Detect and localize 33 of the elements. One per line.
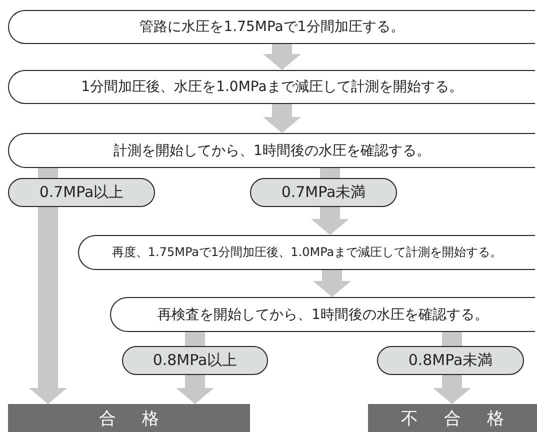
condition-box [8,178,155,207]
node-text: 合格 [99,408,185,430]
node-text: 再検査を開始してから、1時間後の水圧を確認する。 [158,306,488,324]
arrow [311,207,349,235]
result-bar [8,404,250,432]
process-box [110,297,535,332]
arrow [320,168,340,178]
process-box [8,133,535,168]
process-box [78,235,535,270]
condition-box [250,178,397,207]
result-bar [368,404,537,432]
node-text: 0.7MPa未満 [281,183,366,202]
node-text: 1分間加圧後、水圧を1.0MPaまで減圧して計測を開始する。 [81,78,463,96]
node-text: 再度、1.75MPaで1分間加圧後、1.0MPaまで減圧して計測を開始する。 [112,244,502,261]
node-text: 計測を開始してから、1時間後の水圧を確認する。 [114,142,430,160]
node-text: 不合格 [401,408,530,430]
node-text: 0.8MPa未満 [408,351,493,370]
node-text: 0.7MPa以上 [39,183,124,202]
arrow [263,44,301,70]
node-text: 0.8MPa以上 [152,351,238,370]
arrow [313,270,351,297]
arrow [29,207,67,404]
arrow [433,375,471,404]
arrow [176,375,214,404]
arrow [38,168,58,178]
arrow [263,104,301,133]
process-box [8,70,535,104]
condition-box [122,346,268,375]
process-box [8,10,535,44]
node-text: 管路に水圧を1.75MPaで1分間加圧する。 [140,18,404,36]
condition-box [377,346,524,375]
arrow [185,332,205,346]
arrow [442,332,462,346]
